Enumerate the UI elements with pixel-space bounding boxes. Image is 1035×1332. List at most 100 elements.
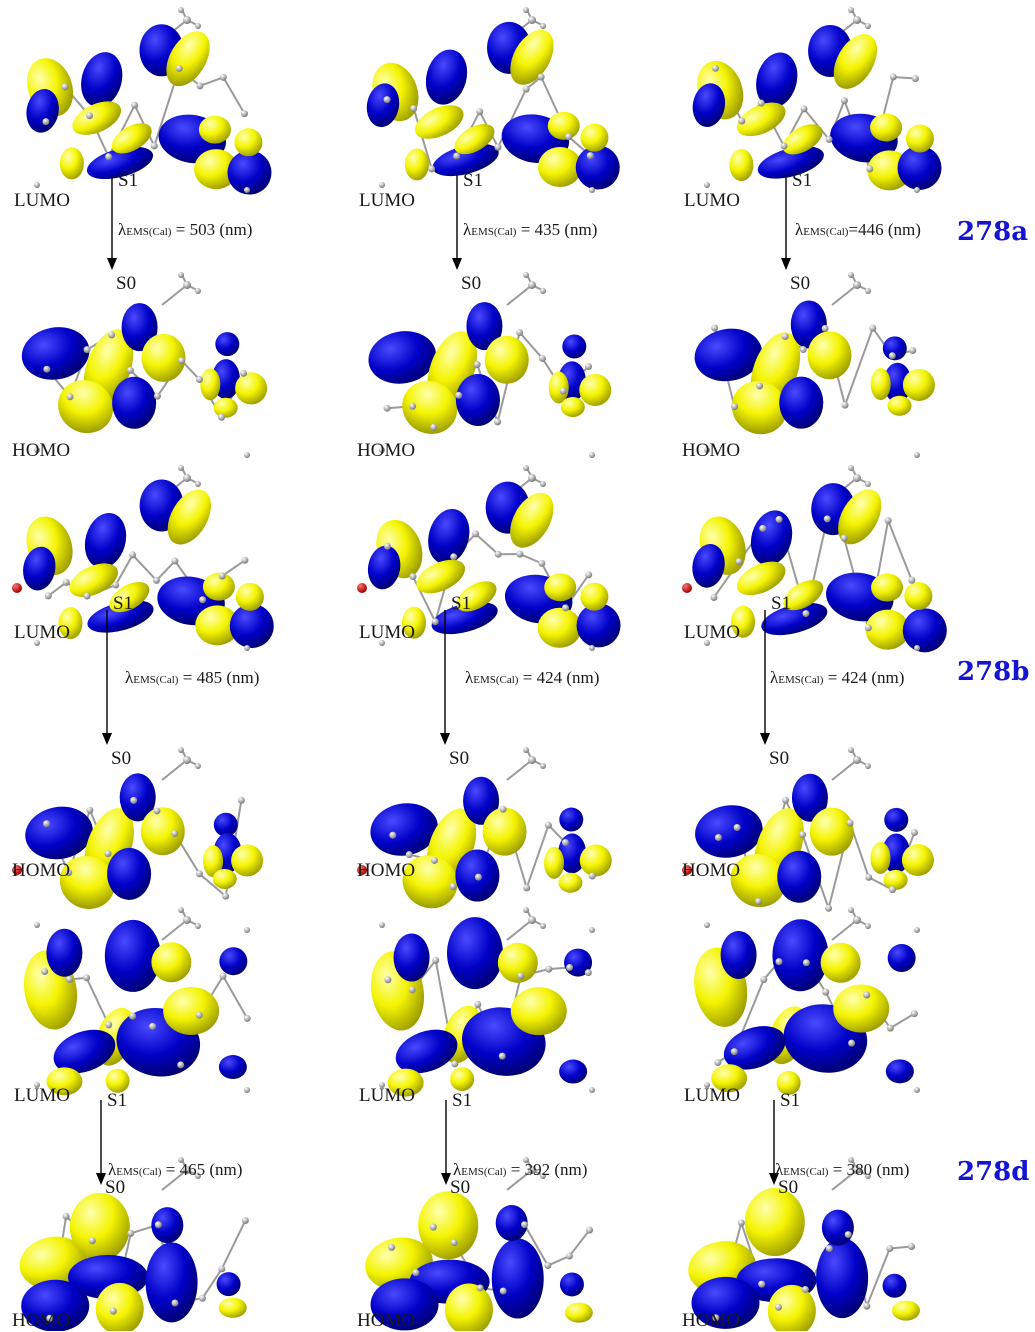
atom xyxy=(865,481,871,487)
lambda-value: = 424 (nm) xyxy=(518,668,599,687)
homo-label: HOMO xyxy=(682,1310,740,1332)
arrow-head-icon xyxy=(452,258,462,270)
atom xyxy=(220,973,227,980)
atom xyxy=(528,916,536,924)
atom xyxy=(155,1221,162,1228)
s1-state-label: S1 xyxy=(771,593,791,615)
orbital-lobe xyxy=(871,368,891,400)
orbital-lobe xyxy=(215,332,239,356)
atom xyxy=(196,870,203,877)
orbital-lobe xyxy=(559,1060,587,1084)
atom xyxy=(41,968,48,975)
orbital-lobe xyxy=(886,1059,914,1083)
atom xyxy=(848,7,854,13)
orbital-lobe xyxy=(580,844,612,876)
orbital-lobe xyxy=(163,987,219,1035)
lumo-label: LUMO xyxy=(684,622,740,644)
atom xyxy=(178,7,184,13)
atom xyxy=(866,165,873,172)
homo-orbital-278d-3 xyxy=(684,1157,920,1331)
emission-wavelength-label: λEMS(Cal) = 485 (nm) xyxy=(125,668,259,688)
atom xyxy=(528,16,536,24)
atom xyxy=(105,1021,112,1028)
s1-state-label: S1 xyxy=(780,1090,800,1112)
atom xyxy=(523,86,530,93)
orbital-lobe xyxy=(544,847,564,879)
atom xyxy=(130,797,137,804)
orbital-lobe xyxy=(456,374,500,426)
orbital-lobe xyxy=(904,582,932,610)
atom xyxy=(455,392,462,399)
lambda-subscript: EMS(Cal) xyxy=(116,1166,161,1178)
lambda-subscript: EMS(Cal) xyxy=(461,1166,506,1178)
bond xyxy=(162,920,187,940)
atom xyxy=(523,907,529,913)
orbital-lobe xyxy=(884,870,908,890)
orbital-lobe xyxy=(548,112,580,140)
atom xyxy=(477,1284,484,1291)
atom xyxy=(171,830,178,837)
atom xyxy=(890,73,897,80)
orbital-lobe xyxy=(219,1298,247,1318)
bond xyxy=(116,555,133,585)
atom xyxy=(760,976,767,983)
atom xyxy=(914,452,920,458)
atom xyxy=(710,594,717,601)
bond xyxy=(832,760,857,780)
atom xyxy=(711,325,718,332)
orbital-lobe xyxy=(107,848,151,900)
bond xyxy=(507,920,532,940)
bond xyxy=(569,1230,589,1256)
homo-label: HOMO xyxy=(682,860,740,882)
lambda-symbol: λ xyxy=(125,668,133,687)
atom xyxy=(824,515,831,522)
atom xyxy=(540,481,546,487)
orbital-lobe xyxy=(70,1193,130,1261)
atom xyxy=(195,288,201,294)
orbital-lobe xyxy=(511,987,567,1035)
atom xyxy=(183,474,191,482)
lumo-orbital-278a-3 xyxy=(689,7,941,193)
bond xyxy=(507,760,532,780)
atom xyxy=(151,142,158,149)
lambda-symbol: λ xyxy=(770,668,778,687)
atom xyxy=(528,756,536,764)
atom xyxy=(183,16,191,24)
bond xyxy=(476,534,499,554)
atom xyxy=(195,23,201,29)
bond xyxy=(162,285,187,305)
atom xyxy=(589,452,595,458)
atom xyxy=(409,403,416,410)
atom xyxy=(853,16,861,24)
atom xyxy=(909,347,916,354)
atom xyxy=(589,187,595,193)
atom xyxy=(195,763,201,769)
atom xyxy=(131,102,138,109)
atom xyxy=(171,557,178,564)
bond xyxy=(520,554,542,563)
lambda-value: = 392 (nm) xyxy=(506,1160,587,1179)
atom xyxy=(451,1060,458,1067)
orbital-lobe xyxy=(772,919,828,991)
atom xyxy=(431,857,438,864)
atom xyxy=(803,959,810,966)
atom xyxy=(841,97,848,104)
atom xyxy=(848,1040,855,1047)
atom xyxy=(63,1213,70,1220)
atom xyxy=(430,1224,437,1231)
atom xyxy=(523,272,529,278)
atom xyxy=(523,884,530,891)
bond xyxy=(888,521,912,581)
atom xyxy=(222,893,229,900)
atom xyxy=(562,604,569,611)
orbital-lobe xyxy=(492,1239,544,1319)
homo-orbital-278d-1 xyxy=(15,1157,250,1331)
homo-label: HOMO xyxy=(357,1310,415,1332)
atom xyxy=(474,361,481,368)
atom xyxy=(196,1012,203,1019)
orbital-lobe xyxy=(79,508,132,572)
lumo-label: LUMO xyxy=(359,622,415,644)
atom xyxy=(244,927,250,933)
orbital-lobe xyxy=(821,943,861,983)
orbital-lobe xyxy=(538,608,582,648)
